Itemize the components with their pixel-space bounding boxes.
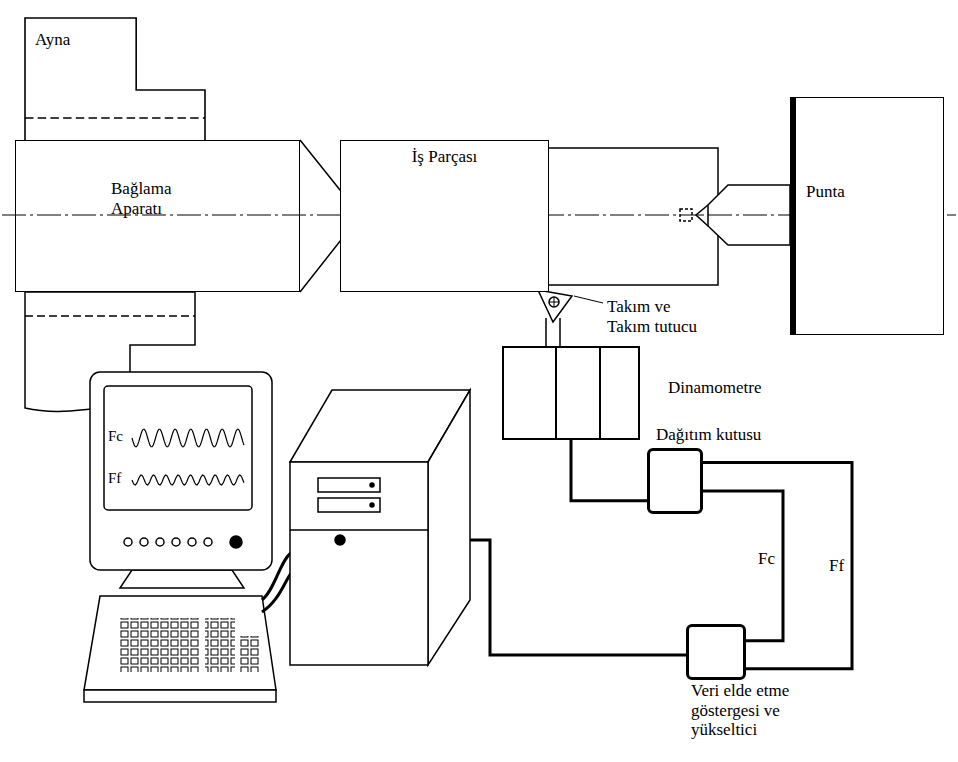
dynamometer-section — [555, 348, 557, 438]
monitor-button — [188, 538, 196, 546]
tailstock-quill — [708, 185, 790, 245]
chuck-jaw — [25, 18, 205, 140]
keyboard-top — [84, 596, 276, 690]
monitor-screen — [104, 386, 252, 510]
tower-side — [428, 390, 470, 665]
leader-line — [574, 296, 603, 303]
panel-line — [290, 529, 428, 531]
tower-front — [290, 462, 428, 665]
hidden-line — [25, 315, 195, 317]
keys — [205, 618, 235, 672]
led — [370, 483, 374, 487]
node-label: Dağıtım kutusu — [656, 425, 761, 445]
led — [370, 503, 374, 507]
node-label: Punta — [806, 182, 943, 202]
monitor-button — [140, 538, 148, 546]
screen-signal-name: Fc — [108, 428, 123, 445]
monitor-button — [172, 538, 180, 546]
drive-bay — [318, 498, 380, 512]
center-line — [708, 215, 790, 216]
data-acquisition-amplifier: Veri elde etme göstergesi ve yükseltici — [686, 624, 746, 680]
clamping-apparatus: Bağlama Aparatı — [15, 140, 300, 292]
monitor-case — [90, 372, 272, 570]
center-point — [696, 205, 708, 226]
dynamometer: Dinamometre — [502, 346, 640, 440]
monitor-button — [124, 538, 132, 546]
node-label: Bağlama Aparatı — [111, 179, 206, 218]
tool-insert — [538, 290, 572, 322]
keyboard-cable — [262, 552, 292, 612]
force-signal — [132, 475, 244, 485]
center-hole — [680, 209, 692, 221]
dynamometer-section — [599, 348, 601, 438]
signal-name: Ff — [827, 556, 846, 576]
insert-screw — [549, 297, 559, 307]
tailstock: Punta — [790, 97, 944, 335]
tail-center — [680, 205, 708, 226]
workpiece: İş Parçası — [340, 140, 549, 292]
computer-tower — [290, 390, 470, 665]
signal-wire — [703, 491, 783, 641]
screen-signal-name: Ff — [108, 470, 121, 487]
monitor-button — [204, 538, 212, 546]
drive-bay — [318, 478, 380, 492]
power-button — [335, 535, 345, 545]
monitor-buttons — [124, 536, 242, 548]
node-label: Veri elde etme göstergesi ve yükseltici — [691, 681, 809, 740]
workpiece-step — [540, 148, 718, 285]
monitor-button — [156, 538, 164, 546]
part-label: Takım ve Takım tutucu — [607, 297, 707, 336]
keys — [120, 618, 200, 672]
node-label: İş Parçası — [341, 147, 548, 167]
signal-wire — [571, 440, 647, 501]
cutting-tool — [538, 290, 603, 346]
chuck: Ayna — [25, 18, 205, 140]
force-signal — [132, 429, 244, 447]
keyboard-edge — [84, 690, 276, 702]
signal-name: Fc — [756, 549, 777, 569]
monitor — [90, 372, 272, 588]
signal-cable — [470, 540, 686, 655]
monitor-stand — [120, 570, 244, 588]
keys — [240, 636, 260, 672]
node-label: Ayna — [35, 30, 205, 50]
insert-screw — [549, 297, 559, 307]
power-button — [230, 536, 242, 548]
keyboard — [84, 552, 292, 702]
node-label: Dinamometre — [668, 378, 761, 398]
distribution-box: Dağıtım kutusu — [647, 448, 703, 514]
hidden-line — [25, 117, 205, 119]
